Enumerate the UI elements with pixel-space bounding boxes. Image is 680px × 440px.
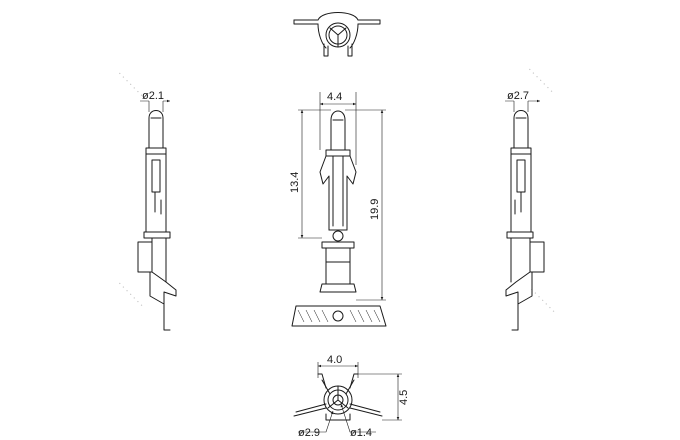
dim-front-overall-height: 19.9	[369, 199, 381, 220]
right-side-view: ø2.7	[505, 90, 545, 331]
dim-right-diameter: ø2.7	[507, 90, 529, 102]
dim-end-height: 4.5	[398, 390, 410, 405]
top-view	[293, 12, 381, 57]
svg-text:• • • • • • •: • • • • • • •	[117, 71, 145, 99]
svg-text:• • • • • • •: • • • • • • •	[527, 67, 555, 95]
svg-text:• • • • • • •: • • • • • • •	[117, 281, 145, 309]
dim-left-diameter: ø2.1	[142, 90, 164, 102]
dim-end-width: 4.0	[327, 354, 342, 366]
dim-front-width: 4.4	[327, 91, 342, 103]
watermark: • • • • • • • • • • • • • • • • • • • • …	[117, 67, 557, 315]
left-side-view: ø2.1	[137, 90, 177, 331]
dim-end-inner-diameter: ø1.4	[350, 427, 372, 439]
dim-end-outer-diameter: ø2.9	[298, 427, 320, 439]
svg-text:• • • • • • •: • • • • • • •	[529, 287, 557, 315]
dim-front-shoulder-height: 13.4	[289, 172, 301, 193]
front-view: 4.4 13.4 19.9	[289, 91, 387, 327]
bottom-end-view: 4.0 4.5 ø2.9 ø1.4	[293, 354, 410, 439]
